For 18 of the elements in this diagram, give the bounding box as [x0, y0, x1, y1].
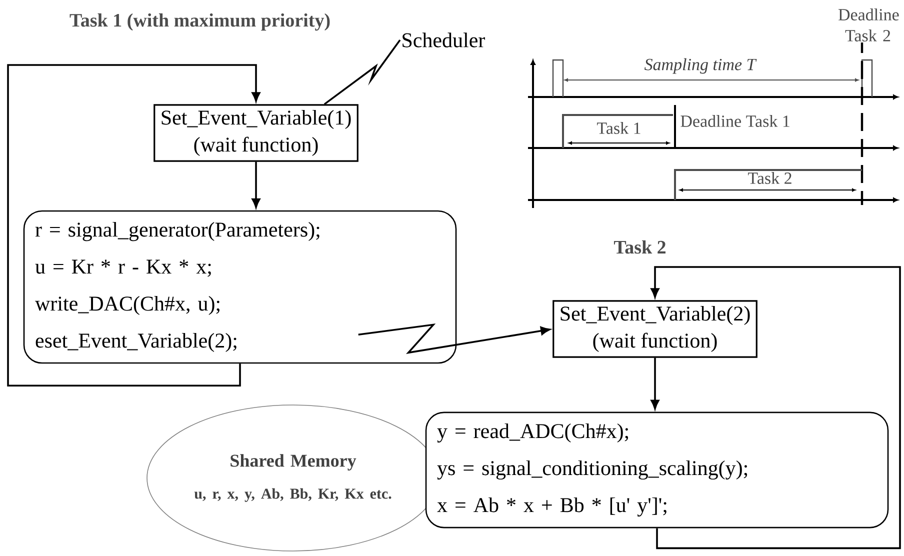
timing-label: Deadline Task 2 — [837, 8, 899, 42]
arrow — [650, 266, 901, 550]
arrow — [358, 323, 550, 354]
code-box: r = signal_generator(Parameters); u = Kr * r - Kx * x; write_DAC(Ch#x, u); eset_Event_Variable(2); — [23, 210, 457, 364]
scheduler-label: Scheduler — [402, 32, 485, 48]
wait-box: Set_Event_Variable(2) (wait function) — [552, 300, 758, 358]
task-heading: Task 2 — [614, 240, 666, 254]
timing-label: Task 2 — [748, 172, 792, 184]
timing-label: Task 1 — [597, 122, 640, 134]
wait-box: Set_Event_Variable(1) (wait function) — [154, 104, 358, 162]
code-box: y = read_ADC(Ch#x); ys = signal_conditioning_scaling(y); x = Ab * x + Bb * [u' y']'; — [425, 412, 889, 528]
arrow — [7, 64, 260, 387]
arrow — [252, 162, 260, 208]
lightning-line — [324, 39, 401, 105]
timing-label: Sampling time T — [643, 57, 757, 75]
arrow — [650, 358, 660, 410]
timing-label: Deadline Task 1 — [679, 114, 792, 128]
title: Task 1 (with maximum priority) — [70, 13, 330, 31]
